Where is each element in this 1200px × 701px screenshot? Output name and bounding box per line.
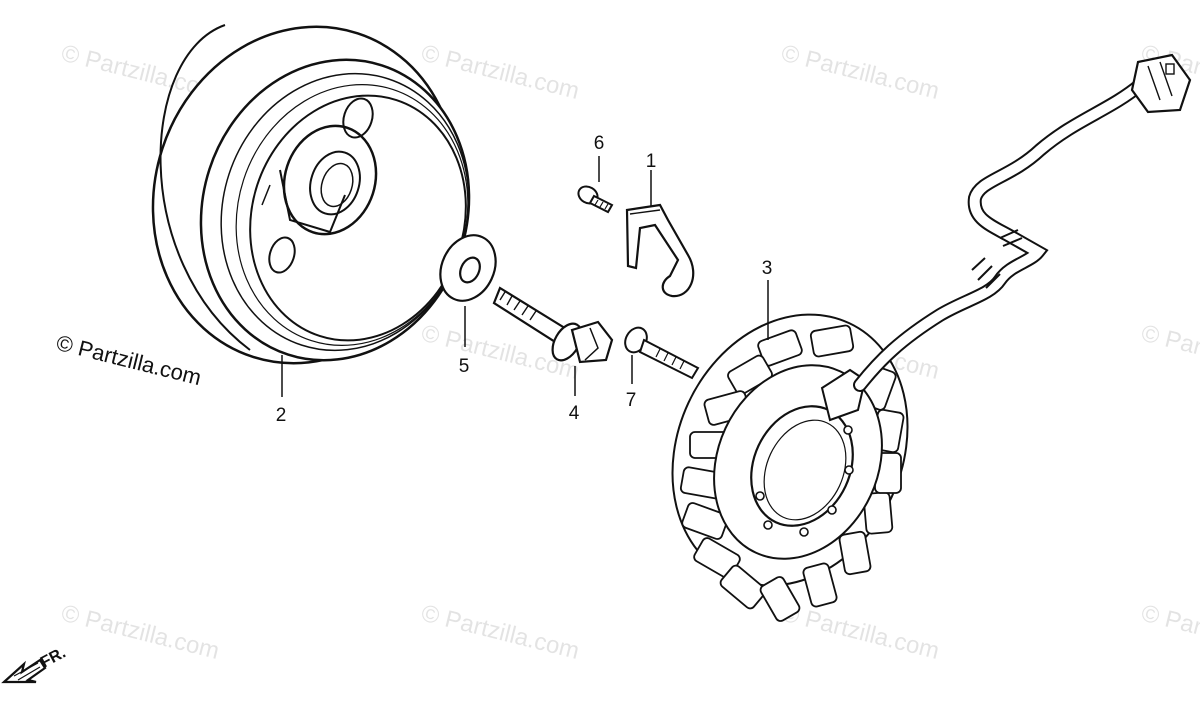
wire-harness-drawing xyxy=(853,78,1147,392)
front-direction-indicator: FR. xyxy=(1,644,69,684)
callout-1: 1 xyxy=(646,151,657,172)
stator-drawing xyxy=(671,313,909,622)
callout-6: 6 xyxy=(594,133,605,154)
flywheel-bolt-drawing xyxy=(492,286,614,364)
callout-4: 4 xyxy=(569,403,580,424)
watermark: © Partzilla.com xyxy=(779,600,942,665)
callout-7: 7 xyxy=(626,390,637,411)
watermark: © Partzilla.com xyxy=(59,600,222,665)
front-arrow-icon xyxy=(1,658,47,684)
callout-2: 2 xyxy=(276,405,287,426)
callout-5: 5 xyxy=(459,356,470,377)
washer-drawing xyxy=(439,234,497,302)
stator-mount-holes xyxy=(755,425,854,537)
watermark: © Partzilla.com xyxy=(1139,320,1200,385)
wire-clamp-drawing xyxy=(625,203,695,298)
watermark: © Partzilla.com xyxy=(419,40,582,105)
callout-3: 3 xyxy=(762,258,773,279)
flywheel-rotor-drawing xyxy=(151,24,471,365)
watermark: © Partzilla.com xyxy=(419,600,582,665)
harness-connector-drawing xyxy=(1130,53,1192,114)
screw-6-drawing xyxy=(577,185,614,214)
watermark: © Partzilla.com xyxy=(779,40,942,105)
watermark: © Partzilla.com xyxy=(1139,600,1200,665)
screw-7-drawing xyxy=(624,326,700,380)
